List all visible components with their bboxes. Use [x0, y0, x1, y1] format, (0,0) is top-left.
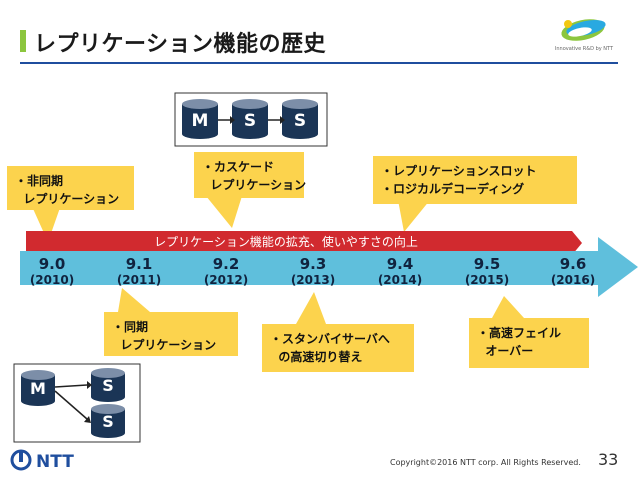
page-title: レプリケーション機能の歴史: [34, 32, 327, 57]
db-cylinder-icon: [282, 99, 318, 139]
cascade-node: S: [244, 111, 256, 131]
version-9-0: 9.0(2010): [29, 255, 75, 287]
sync-node: M: [30, 379, 46, 398]
sync-node: S: [102, 412, 114, 431]
page-number: 33: [598, 450, 619, 469]
db-cylinder-icon: [91, 368, 125, 402]
title-divider: [20, 62, 618, 64]
title-accent-bar: [20, 30, 26, 52]
callout-fast-failover: ・高速フェイル オーバー: [469, 318, 589, 368]
improvement-band-arrow: [26, 231, 582, 255]
cascade-diagram: M S S: [174, 92, 328, 147]
ntt-mark-icon: [10, 449, 32, 471]
copyright: Copyright©2016 NTT corp. All Rights Rese…: [390, 458, 581, 467]
footer-brand: NTT: [10, 448, 90, 476]
arrow-down-right-icon: [84, 416, 91, 423]
arrow-right-icon: [230, 116, 235, 124]
version-9-2: 9.2(2012): [203, 255, 249, 287]
version-9-1: 9.1(2011): [116, 255, 162, 287]
callout-cascade-replication: ・カスケード レプリケーション: [194, 152, 306, 198]
logo-tagline: Innovative R&D by NTT: [554, 46, 614, 52]
db-cylinder-icon: [182, 99, 218, 139]
callout-fast-switchover: ・スタンバイサーバへ の高速切り替え: [262, 324, 414, 372]
sync-diagram: M S S: [13, 363, 141, 443]
version-9-6: 9.6(2016): [550, 255, 596, 287]
callout-async-replication: ・非同期 レプリケーション: [7, 166, 134, 210]
cascade-node: S: [294, 111, 306, 131]
version-9-4: 9.4(2014): [377, 255, 423, 287]
version-9-5: 9.5(2015): [464, 255, 510, 287]
arrow-right-icon: [87, 381, 92, 389]
sync-node: S: [102, 376, 114, 395]
band-label: レプリケーション機能の拡充、使いやすさの向上: [154, 235, 418, 249]
arrow-right-icon: [280, 116, 285, 124]
callout-replication-slot: ・レプリケーションスロット ・ロジカルデコーディング: [373, 156, 577, 204]
db-cylinder-icon: [91, 404, 125, 438]
callout-sync-replication: ・同期 レプリケーション: [104, 312, 238, 356]
ntt-logo-icon: [561, 19, 606, 41]
timeline-arrow: [20, 237, 638, 297]
footer-brand-text: NTT: [36, 452, 74, 472]
cascade-node: M: [192, 111, 209, 131]
db-cylinder-icon: [21, 370, 55, 406]
version-9-3: 9.3(2013): [290, 255, 336, 287]
db-cylinder-icon: [232, 99, 268, 139]
